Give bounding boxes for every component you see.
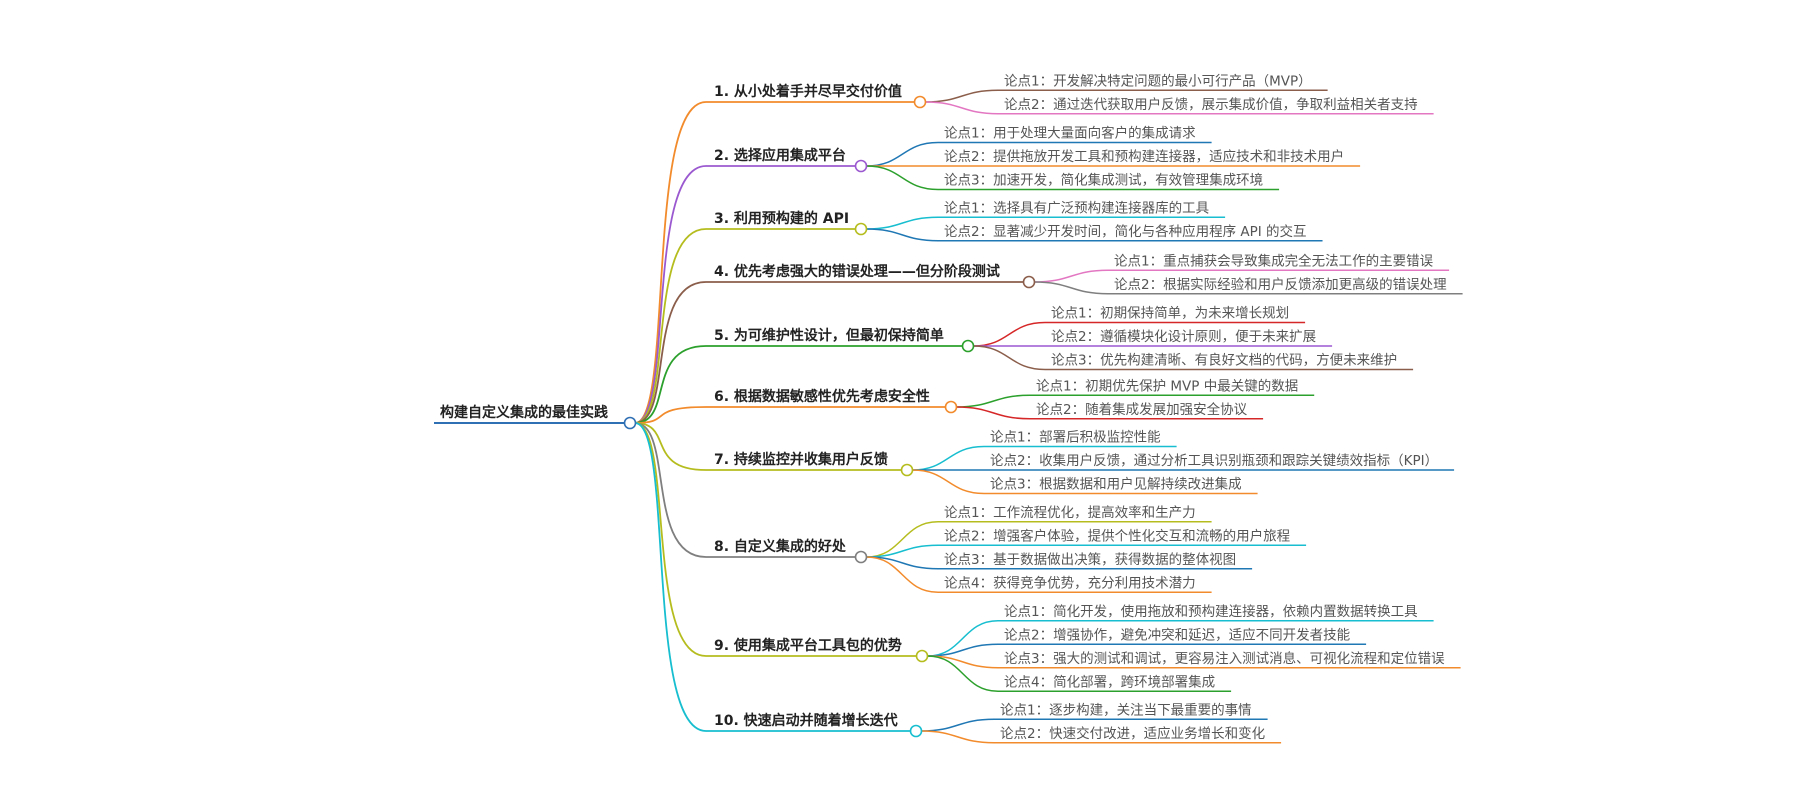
root-topic[interactable]: 构建自定义集成的最佳实践	[440, 404, 608, 421]
branch-connector	[634, 422, 707, 558]
branch-connector	[634, 422, 707, 657]
branch-connector	[634, 345, 707, 424]
leaf-connector	[866, 228, 939, 242]
branch-collapse-toggle[interactable]	[854, 222, 868, 236]
branch-connector	[634, 281, 707, 424]
leaf-connector	[1034, 281, 1109, 295]
branch-collapse-toggle[interactable]	[1022, 275, 1036, 289]
leaf-connector	[921, 730, 995, 744]
leaf-topic[interactable]: 论点1：用于处理大量面向客户的集成请求	[944, 125, 1196, 142]
leaf-topic[interactable]: 论点4：获得竞争优势，充分利用技术潜力	[944, 574, 1196, 591]
leaf-connector	[866, 216, 939, 230]
branch-collapse-toggle[interactable]	[900, 463, 914, 477]
leaf-topic[interactable]: 论点3：强大的测试和调试，更容易注入测试消息、可视化流程和定位错误	[1004, 650, 1445, 667]
branch-collapse-toggle[interactable]	[944, 400, 958, 414]
connector-layer	[434, 89, 1463, 744]
leaf-connector	[973, 345, 1046, 371]
leaf-connector	[1034, 269, 1109, 283]
branch-topic-4[interactable]: 4. 优先考虑强大的错误处理——但分阶段测试	[714, 263, 1000, 280]
leaf-connector	[925, 101, 999, 115]
branch-connector	[634, 422, 707, 732]
branch-topic-6[interactable]: 6. 根据数据敏感性优先考虑安全性	[714, 388, 930, 405]
branch-topic-1[interactable]: 1. 从小处着手并尽早交付价值	[714, 83, 902, 100]
branch-topic-9[interactable]: 9. 使用集成平台工具包的优势	[714, 637, 902, 654]
leaf-topic[interactable]: 论点2：收集用户反馈，通过分析工具识别瓶颈和跟踪关键绩效指标（KPI）	[990, 452, 1438, 469]
leaf-topic[interactable]: 论点1：重点捕获会导致集成完全无法工作的主要错误	[1114, 252, 1434, 269]
leaf-connector	[973, 321, 1046, 347]
leaf-topic[interactable]: 论点2：通过迭代获取用户反馈，展示集成价值，争取利益相关者支持	[1004, 96, 1418, 113]
branch-topic-3[interactable]: 3. 利用预构建的 API	[714, 210, 849, 227]
branch-topic-7[interactable]: 7. 持续监控并收集用户反馈	[714, 451, 888, 468]
leaf-topic[interactable]: 论点1：简化开发，使用拖放和预构建连接器，依赖内置数据转换工具	[1004, 603, 1418, 620]
branch-topic-5[interactable]: 5. 为可维护性设计，但最初保持简单	[714, 327, 944, 344]
leaf-topic[interactable]: 论点3：加速开发，简化集成测试，有效管理集成环境	[944, 172, 1263, 189]
leaf-connector	[866, 521, 939, 558]
leaf-topic[interactable]: 论点1：初期保持简单，为未来增长规划	[1051, 305, 1289, 322]
branch-collapse-toggle[interactable]	[854, 159, 868, 173]
leaf-connector	[927, 655, 999, 692]
branch-connector	[634, 228, 707, 424]
leaf-topic[interactable]: 论点3：根据数据和用户见解持续改进集成	[990, 476, 1242, 493]
leaf-topic[interactable]: 论点1：开发解决特定问题的最小可行产品（MVP）	[1004, 73, 1312, 89]
leaf-topic[interactable]: 论点1：选择具有广泛预构建连接器库的工具	[944, 199, 1209, 216]
branch-connector	[634, 165, 707, 424]
leaf-topic[interactable]: 论点3：基于数据做出决策，获得数据的整体视图	[944, 551, 1236, 568]
branch-connector	[634, 422, 707, 471]
branch-collapse-toggle[interactable]	[854, 550, 868, 564]
leaf-topic[interactable]: 论点2：显著减少开发时间，简化与各种应用程序 API 的交互	[944, 223, 1307, 240]
leaf-topic[interactable]: 论点1：初期优先保护 MVP 中最关键的数据	[1036, 377, 1298, 394]
leaf-topic[interactable]: 论点2：增强客户体验，提供个性化交互和流畅的用户旅程	[944, 527, 1290, 544]
branch-collapse-toggle[interactable]	[913, 95, 927, 109]
leaf-connector	[956, 394, 1031, 408]
leaf-topic[interactable]: 论点1：逐步构建，关注当下最重要的事情	[1000, 702, 1252, 718]
branch-topic-2[interactable]: 2. 选择应用集成平台	[714, 147, 846, 164]
leaf-connector	[925, 89, 999, 103]
leaf-topic[interactable]: 论点4：简化部署，跨环境部署集成	[1004, 673, 1215, 690]
leaf-topic[interactable]: 论点2：提供拖放开发工具和预构建连接器，适应技术和非技术用户	[944, 148, 1344, 165]
leaf-connector	[921, 718, 995, 732]
branch-connector	[634, 101, 707, 424]
branch-collapse-toggle[interactable]	[909, 724, 923, 738]
leaf-connector	[866, 556, 939, 593]
leaf-topic[interactable]: 论点1：工作流程优化，提高效率和生产力	[944, 504, 1196, 521]
node-layer: 构建自定义集成的最佳实践 1. 从小处着手并尽早交付价值 论点1：开发解决特定问题的…	[440, 73, 1447, 742]
leaf-topic[interactable]: 论点3：优先构建清晰、有良好文档的代码，方便未来维护	[1051, 353, 1397, 369]
leaf-topic[interactable]: 论点2：根据实际经验和用户反馈添加更高级的错误处理	[1114, 276, 1447, 293]
leaf-connector	[927, 620, 999, 657]
branch-topic-10[interactable]: 10. 快速启动并随着增长迭代	[714, 712, 898, 729]
leaf-topic[interactable]: 论点2：快速交付改进，适应业务增长和变化	[1000, 725, 1265, 742]
branch-collapse-toggle[interactable]	[961, 339, 975, 353]
leaf-topic[interactable]: 论点1：部署后积极监控性能	[990, 430, 1161, 446]
leaf-topic[interactable]: 论点2：随着集成发展加强安全协议	[1036, 401, 1248, 418]
leaf-connector	[912, 469, 985, 495]
leaf-connector	[866, 141, 939, 167]
leaf-topic[interactable]: 论点2：增强协作，避免冲突和延迟，适应不同开发者技能	[1004, 626, 1350, 643]
leaf-connector	[956, 406, 1031, 420]
branch-connector	[634, 406, 707, 424]
leaf-topic[interactable]: 论点2：遵循模块化设计原则，便于未来扩展	[1051, 328, 1316, 345]
leaf-connector	[912, 445, 985, 471]
branch-collapse-toggle[interactable]	[915, 649, 929, 663]
leaf-connector	[866, 165, 939, 191]
root-collapse-toggle[interactable]	[623, 416, 637, 430]
branch-topic-8[interactable]: 8. 自定义集成的好处	[714, 538, 847, 555]
